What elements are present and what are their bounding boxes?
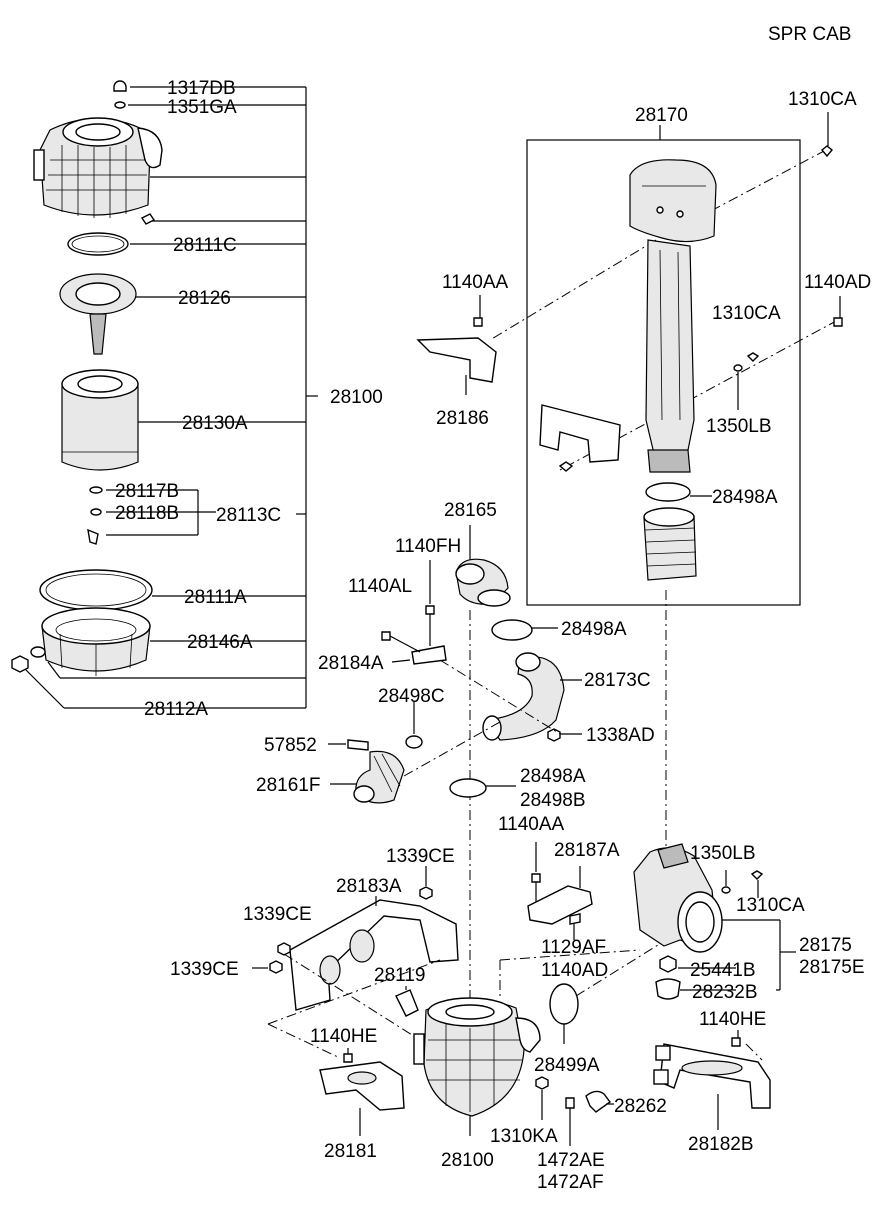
bracket-28183a-icon xyxy=(289,899,459,1011)
label-28187A: 28187A xyxy=(554,840,620,861)
label-1472AF: 1472AF xyxy=(537,1172,604,1193)
label-28183A: 28183A xyxy=(336,876,402,897)
label-1339CE-b: 1339CE xyxy=(243,904,312,925)
label-1339CE-a: 1339CE xyxy=(386,846,455,867)
label-1317DB: 1317DB xyxy=(167,78,236,99)
label-28186: 28186 xyxy=(436,408,489,429)
label-1140AD-top: 1140AD xyxy=(804,272,871,293)
label-28100-group: 28100 xyxy=(330,387,383,408)
label-28112A: 28112A xyxy=(144,699,208,720)
filter-element-icon xyxy=(61,369,139,471)
label-28170: 28170 xyxy=(635,105,688,126)
label-28100-bottom: 28100 xyxy=(441,1150,494,1171)
label-28498A-top: 28498A xyxy=(712,487,778,508)
label-25441B: 25441B xyxy=(690,960,756,981)
label-28161F: 28161F xyxy=(256,775,320,796)
label-28119: 28119 xyxy=(374,965,425,986)
label-1310KA: 1310KA xyxy=(490,1126,558,1147)
hose-28161f-icon xyxy=(353,750,405,804)
label-1140HE-right: 1140HE xyxy=(699,1009,766,1030)
label-28146A: 28146A xyxy=(187,632,253,653)
label-57852: 57852 xyxy=(264,735,317,756)
lower-assembly xyxy=(252,842,796,1146)
left-assembly xyxy=(11,80,318,709)
bracket-28181-icon xyxy=(319,1061,405,1111)
bracket-28186 xyxy=(416,295,497,395)
label-28498A-mid: 28498A xyxy=(561,619,627,640)
label-28130A: 28130A xyxy=(182,413,248,434)
label-28182B: 28182B xyxy=(688,1134,754,1155)
intake-elbow-icon xyxy=(455,558,511,607)
label-28232B: 28232B xyxy=(692,982,758,1003)
intake-pipe-bend-icon xyxy=(482,652,565,741)
label-28165: 28165 xyxy=(444,500,497,521)
variant-label: SPR CAB xyxy=(768,24,851,45)
baffle-plate-icon xyxy=(59,273,137,355)
label-1140AA-top: 1140AA xyxy=(442,272,509,293)
air-cleaner-upper-cover-icon xyxy=(33,117,163,218)
label-1350LB-low: 1350LB xyxy=(690,843,756,864)
snorkel-head-icon xyxy=(629,159,717,243)
bellows-hose-icon xyxy=(643,507,697,581)
label-1140HE-left: 1140HE xyxy=(310,1026,377,1047)
label-28111C: 28111C xyxy=(173,235,237,256)
label-28184A: 28184A xyxy=(318,653,384,674)
label-1338AD: 1338AD xyxy=(586,725,655,746)
snorkel-assembly xyxy=(489,112,843,860)
bracket-28182b-icon xyxy=(653,1043,771,1109)
label-1310CA-mid: 1310CA xyxy=(712,303,781,324)
pre-cleaner-housing-icon xyxy=(633,843,723,953)
label-1310CA-top: 1310CA xyxy=(788,89,857,110)
label-1351GA: 1351GA xyxy=(167,97,237,118)
label-1140FH: 1140FH xyxy=(395,536,461,557)
label-28173C: 28173C xyxy=(584,670,651,691)
label-28113C: 28113C xyxy=(216,505,281,526)
label-1472AE: 1472AE xyxy=(537,1150,605,1171)
label-28126: 28126 xyxy=(178,288,231,309)
label-28262: 28262 xyxy=(614,1096,667,1117)
label-1129AF: 1129AF xyxy=(541,937,606,958)
label-1350LB-top: 1350LB xyxy=(706,416,772,437)
air-cleaner-installed-icon xyxy=(413,997,541,1117)
label-28498B: 28498B xyxy=(520,790,586,811)
label-1310CA-low: 1310CA xyxy=(736,895,805,916)
label-1140AA-low: 1140AA xyxy=(498,814,565,835)
label-1339CE-c: 1339CE xyxy=(170,959,239,980)
label-1140AL: 1140AL xyxy=(348,576,412,597)
label-1140AD-low: 1140AD xyxy=(541,960,608,981)
label-28175: 28175 xyxy=(799,935,852,956)
label-28117B: 28117B xyxy=(115,481,179,502)
label-28498C: 28498C xyxy=(378,686,445,707)
label-28118B: 28118B xyxy=(115,503,179,524)
air-cleaner-lower-housing-icon xyxy=(41,607,151,676)
duct-assembly xyxy=(328,525,582,1010)
label-28111A: 28111A xyxy=(184,587,247,608)
part-labels: SPR CAB 1317DB 1351GA 28111C 28126 28100… xyxy=(115,24,871,1193)
snorkel-pipe-icon xyxy=(645,239,695,473)
label-28498A-low: 28498A xyxy=(520,766,586,787)
label-28175E: 28175E xyxy=(799,957,865,978)
label-28499A: 28499A xyxy=(534,1055,600,1076)
label-28181: 28181 xyxy=(324,1141,377,1162)
